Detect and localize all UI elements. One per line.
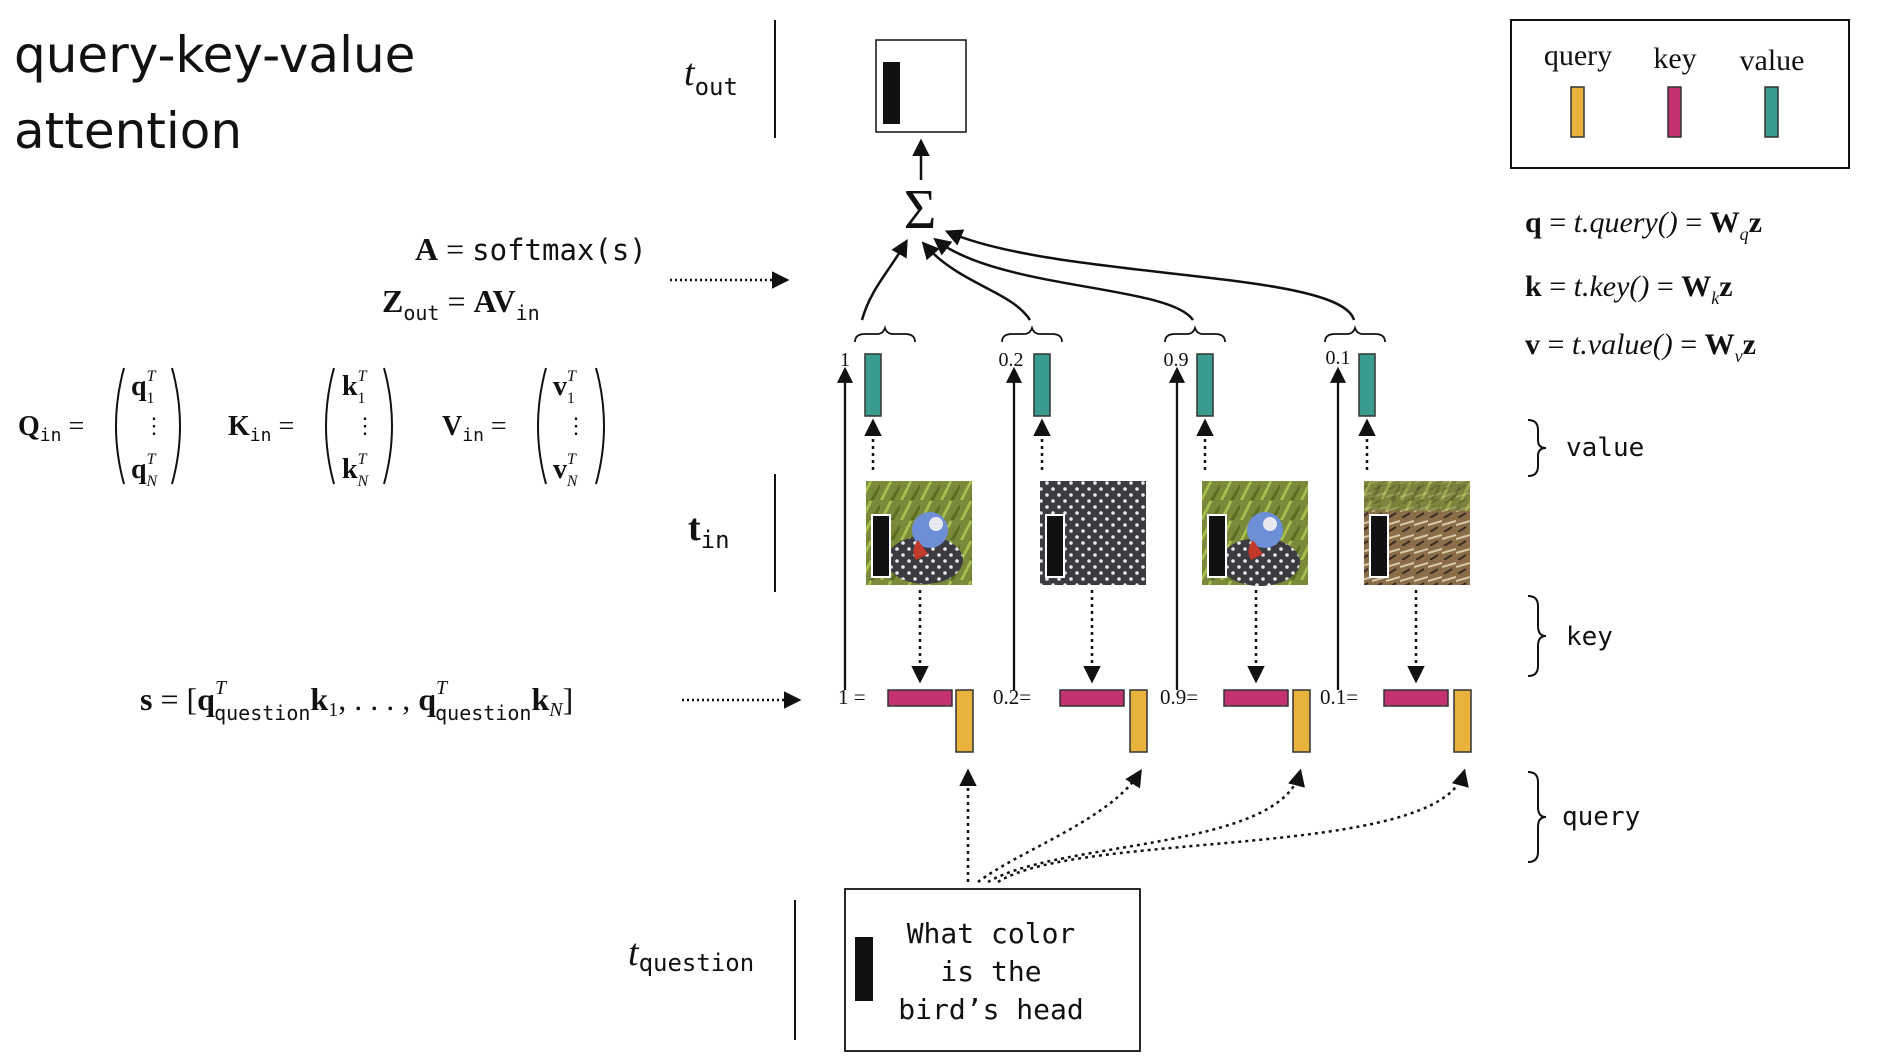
sum-arrow-3	[933, 237, 1195, 321]
value-bar	[1196, 353, 1214, 417]
legend-query-swatch	[1570, 86, 1585, 138]
brace-query-label: query	[1562, 802, 1640, 832]
sigma-icon: Σ	[904, 179, 937, 241]
sum-arrow-2	[921, 241, 1032, 321]
token-column-2: 0.2 0.2=	[993, 325, 1148, 753]
svg-text:kTN: kTN	[342, 451, 369, 490]
sum-arrow-4	[944, 229, 1356, 321]
weight-label: 0.2	[999, 349, 1024, 371]
t-out-token-bar	[883, 62, 900, 124]
query-dotted-arrows	[959, 768, 1469, 884]
weight-label: 1	[840, 349, 850, 371]
key-bar	[1223, 689, 1289, 707]
brace-key-label: key	[1566, 622, 1613, 652]
weight-label: 0.1	[1326, 347, 1351, 369]
value-bar	[1033, 353, 1051, 417]
Z-equation: Zout = AVin	[382, 283, 540, 325]
key-bar	[1059, 689, 1125, 707]
weight-brace	[1324, 325, 1386, 343]
score-label: 1 =	[838, 685, 866, 709]
svg-text:q = t.query() = Wqz: q = t.query() = Wqz	[1525, 206, 1762, 244]
legend: query key value	[1510, 19, 1850, 169]
brace-value-label: value	[1566, 433, 1644, 463]
brace-key: key	[1527, 595, 1613, 677]
svg-text:Kin =: Kin =	[228, 411, 294, 446]
weight-label: 0.9	[1164, 349, 1189, 371]
key-bar	[1383, 689, 1449, 707]
svg-text:vTN: vTN	[553, 451, 579, 490]
svg-text:v = t.value() = Wvz: v = t.value() = Wvz	[1525, 328, 1756, 366]
svg-text:Vin =: Vin =	[442, 411, 507, 446]
svg-text:⋮: ⋮	[565, 413, 587, 438]
token-image-ground	[1364, 481, 1470, 585]
token-column-4: 0.1 0.1=	[1320, 325, 1472, 753]
score-label: 0.2=	[993, 685, 1031, 709]
svg-text:vT1: vT1	[553, 368, 577, 407]
v-equation: v = t.value() = Wvz	[1525, 328, 1756, 366]
question-token-bar	[855, 937, 873, 1001]
svg-text:qTN: qTN	[131, 451, 158, 490]
title-line1: query-key-value	[14, 26, 415, 84]
question-text-line2: is the	[940, 955, 1041, 988]
question-token: What color is the bird’s head	[844, 888, 1141, 1052]
token-column-3: 0.9 0.9=	[1160, 325, 1311, 753]
legend-key-label: key	[1653, 42, 1696, 75]
k-equation: k = t.key() = Wkz	[1525, 270, 1733, 308]
token-image-feathers	[1040, 481, 1146, 585]
weight-brace	[854, 325, 916, 343]
score-label: 0.9=	[1160, 685, 1198, 709]
attention-equations: A = softmax(s) Zout = AVin	[382, 231, 647, 325]
token-column-1: 1 1 =	[836, 325, 974, 753]
query-arrow-2	[977, 769, 1142, 883]
svg-text:k = t.key() = Wkz: k = t.key() = Wkz	[1525, 270, 1733, 308]
title-line2: attention	[14, 102, 242, 160]
legend-query-label: query	[1544, 39, 1612, 72]
weight-brace	[1164, 325, 1226, 343]
svg-text:qT1: qT1	[131, 368, 157, 407]
key-bar	[887, 689, 953, 707]
value-bar	[864, 353, 882, 417]
svg-text:kT1: kT1	[342, 368, 368, 407]
query-bar	[955, 689, 974, 753]
svg-text:Qin =: Qin =	[18, 411, 84, 446]
question-text-line1: What color	[907, 917, 1076, 950]
legend-key-swatch	[1667, 86, 1682, 138]
token-image-bird-head-2	[1202, 481, 1308, 586]
A-equation: A = softmax(s)	[415, 231, 647, 267]
t-out-label: tout	[684, 52, 738, 101]
legend-value-label: value	[1740, 44, 1805, 77]
brace-query: query	[1527, 771, 1640, 863]
qkv-equations: q = t.query() = Wqz k = t.key() = Wkz v …	[1525, 206, 1762, 366]
legend-value-swatch	[1764, 86, 1779, 138]
q-equation: q = t.query() = Wqz	[1525, 206, 1762, 244]
score-label: 0.1=	[1320, 685, 1358, 709]
t-question-label: tquestion	[628, 932, 754, 977]
value-bar	[1358, 353, 1376, 417]
t-in-label: tin	[688, 507, 730, 554]
weighted-sum-arrows	[860, 229, 1356, 321]
svg-text:⋮: ⋮	[143, 413, 165, 438]
brace-value: value	[1527, 419, 1644, 477]
query-arrow-4	[997, 768, 1469, 884]
query-bar	[1453, 689, 1472, 753]
sum-arrow-1	[860, 238, 908, 321]
svg-text:⋮: ⋮	[354, 413, 376, 438]
question-text-line3: bird’s head	[898, 993, 1083, 1026]
weight-brace	[1001, 325, 1063, 343]
query-arrow-3	[987, 768, 1305, 884]
token-image-bird-head	[866, 481, 972, 585]
query-bar	[1129, 689, 1148, 753]
token-columns: 1 1 = 0.2	[836, 325, 1472, 753]
query-bar	[1292, 689, 1311, 753]
